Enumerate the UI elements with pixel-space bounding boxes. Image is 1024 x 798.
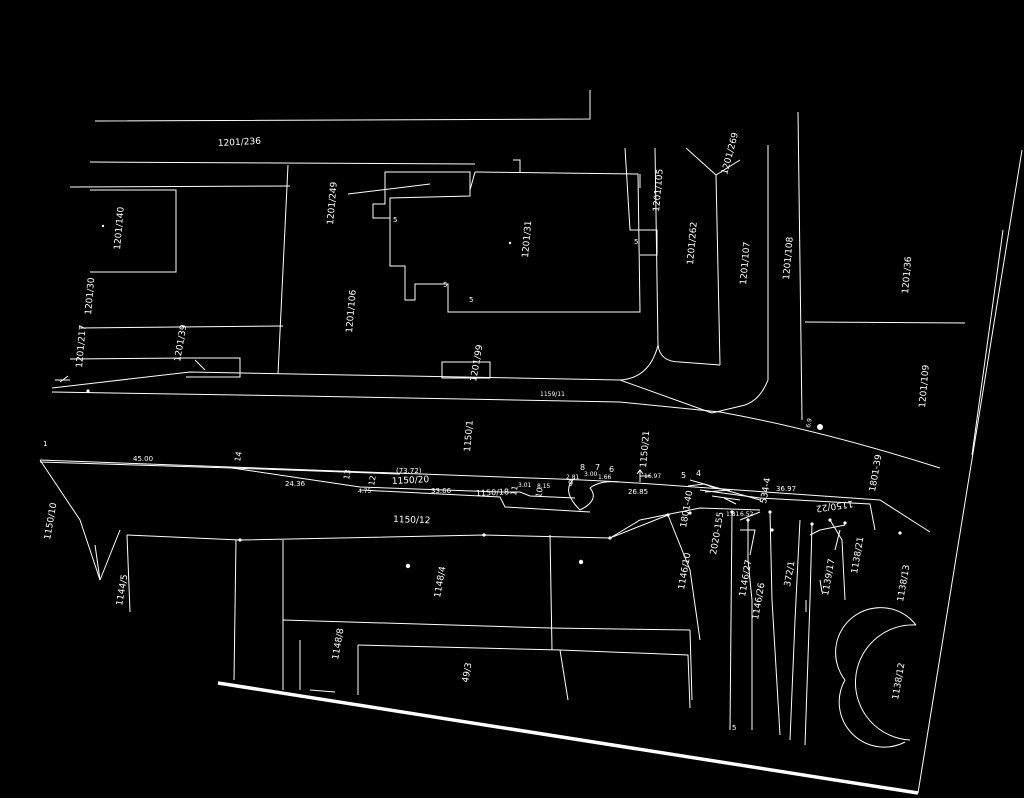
measurement-labels: 45.00 14 (73.72) 13 12 24.36 4.75 33.66 … <box>43 216 814 732</box>
label-1201-30: 1201/30 <box>84 277 97 315</box>
parcel-labels: 1201/236 1201/140 1201/249 1201/31 1201/… <box>43 131 932 700</box>
measure-3-01: 3.01 <box>518 482 532 489</box>
label-49-3: 49/3 <box>461 662 474 684</box>
measure-1: 1 <box>43 440 47 448</box>
measure-9: 9 <box>568 479 573 488</box>
parcel-boundaries-north <box>69 90 1004 456</box>
measure-5: 5 <box>681 471 686 480</box>
measure-8-15: 8.15 <box>537 483 551 490</box>
label-1201-249: 1201/249 <box>326 181 340 225</box>
label-1159-11: 1159/11 <box>540 391 565 398</box>
junction-annotations <box>687 483 741 505</box>
measure-s4: 5 <box>634 238 638 246</box>
label-1201-108: 1201/108 <box>782 236 796 280</box>
label-1150-1: 1150/1 <box>463 420 476 452</box>
measure-36-97: 36.97 <box>776 485 796 493</box>
measure-s3: 5 <box>469 296 473 304</box>
road-1159-11 <box>51 371 941 469</box>
label-1201-262: 1201/262 <box>686 221 700 265</box>
label-1150-18: 1150/18 <box>476 487 510 498</box>
measure-45: 45.00 <box>133 455 153 463</box>
measure-1-66: 1.66 <box>598 474 612 481</box>
measure-11: 11 <box>509 485 520 497</box>
measure-14: 14 <box>233 451 244 463</box>
label-1150-21: 1150/21 <box>639 430 652 468</box>
label-1201-105: 1201/105 <box>652 168 666 212</box>
measure-73-72: (73.72) <box>396 467 422 475</box>
measure-33-66: 33.66 <box>431 487 452 495</box>
label-534-4: 534-4 <box>759 477 773 505</box>
label-1201-107: 1201/107 <box>739 241 753 285</box>
measure-s5: 5 <box>732 724 736 732</box>
label-1201-140: 1201/140 <box>113 206 127 250</box>
measure-6-9: 6.9 <box>805 418 814 429</box>
measure-7: 7 <box>595 463 600 472</box>
label-1201-236: 1201/236 <box>218 137 262 149</box>
label-1201-217: 1201/217 <box>75 324 89 368</box>
measure-8: 8 <box>580 463 585 472</box>
measure-4: 4 <box>696 469 701 478</box>
measure-12: 12 <box>367 475 378 487</box>
label-1201-31: 1201/31 <box>521 220 534 258</box>
sheet-border <box>217 149 1023 795</box>
measure-s1: 5 <box>393 216 397 224</box>
label-372-1: 372/1 <box>783 560 797 587</box>
measure-16-97: 16.97 <box>644 473 661 480</box>
label-1150-20: 1150/20 <box>392 475 430 487</box>
measure-13: 13 <box>342 469 353 481</box>
label-1201-36: 1201/36 <box>901 256 914 294</box>
measure-24-36: 24.36 <box>285 480 306 488</box>
measure-2-81: 2.81 <box>566 474 580 481</box>
measure-3-00: 3.00 <box>584 471 598 478</box>
measure-6-52: 6.52 <box>740 511 754 518</box>
measure-1-81: 1.81 <box>726 511 740 518</box>
measure-10: 10 <box>534 487 545 499</box>
measure-26-85: 26.85 <box>628 488 648 496</box>
arrows <box>636 469 823 612</box>
label-1150-12: 1150/12 <box>393 515 431 526</box>
survey-points <box>86 224 902 569</box>
label-1201-109: 1201/109 <box>918 364 932 408</box>
label-1201-106: 1201/106 <box>345 289 359 333</box>
measure-4-75: 4.75 <box>358 488 372 495</box>
measure-6: 6 <box>609 465 614 474</box>
measure-s2: 5 <box>443 281 447 289</box>
